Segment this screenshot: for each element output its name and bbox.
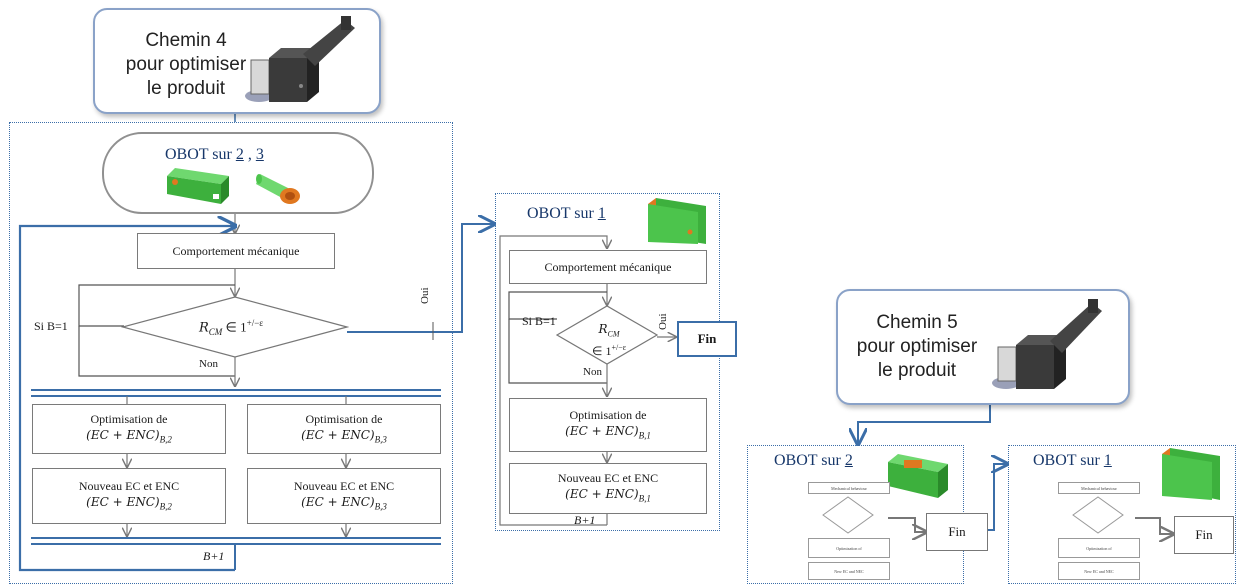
right2-mini-opt: Optimization of bbox=[1058, 538, 1140, 558]
left-new-b2-label: Nouveau EC et ENC bbox=[78, 478, 180, 493]
middle-decision-sub: CM bbox=[607, 329, 620, 339]
right2-mini-comportement: Mechanical behaviour bbox=[1058, 482, 1140, 494]
middle-new-main: (EC + ENC) bbox=[565, 487, 639, 502]
middle-opt-box: Optimisation de (EC + ENC)B,1 bbox=[509, 398, 707, 452]
left-new-b2-formula: (EC + ENC)B,2 bbox=[86, 494, 172, 514]
green-plate-part-image-2 bbox=[1162, 448, 1220, 500]
chemin4-line3: le produit bbox=[146, 78, 226, 99]
green-plate-part-image bbox=[648, 198, 706, 244]
right-panel-1-fin: Fin bbox=[926, 513, 988, 551]
left-obot-pill bbox=[102, 132, 374, 214]
left-title-prefix: OBOT sur bbox=[165, 146, 232, 163]
middle-decision-diamond bbox=[556, 305, 658, 365]
left-new-b2-main: (EC + ENC) bbox=[86, 494, 160, 509]
left-title-b: 3 bbox=[255, 146, 264, 163]
chemin5-line3: le produit bbox=[877, 360, 957, 381]
chemin5-line2: pour optimiser bbox=[856, 336, 978, 357]
left-decision-sub: CM bbox=[208, 326, 223, 337]
left-si-label: Si B=1 bbox=[34, 319, 68, 333]
middle-title-prefix: OBOT sur bbox=[527, 205, 594, 222]
chemin4-line1: Chemin 4 bbox=[145, 30, 227, 51]
right1-title-a: 2 bbox=[844, 452, 853, 469]
right1-title-prefix: OBOT sur bbox=[774, 452, 841, 469]
left-opt-b2-label: Optimisation de bbox=[90, 411, 168, 426]
left-opt-b2-box: Optimisation de (EC + ENC)B,2 bbox=[32, 404, 226, 454]
left-opt-b2-sub: B,2 bbox=[159, 434, 172, 445]
middle-si-label: Si B=1 bbox=[522, 314, 556, 328]
right-panel-1-title: OBOT sur 2 bbox=[774, 452, 853, 470]
right2-title-prefix: OBOT sur bbox=[1033, 452, 1100, 469]
middle-flowchart-frame bbox=[495, 193, 720, 531]
hinge-part-image bbox=[245, 16, 355, 102]
right2-mini-new: New EC and NEC bbox=[1058, 562, 1140, 580]
right1-mini-diamond bbox=[822, 496, 874, 534]
middle-new-box: Nouveau EC et ENC (EC + ENC)B,1 bbox=[509, 463, 707, 514]
chemin5-text: Chemin 5 pour optimiser le produit bbox=[852, 311, 982, 383]
middle-new-formula: (EC + ENC)B,1 bbox=[565, 486, 651, 506]
left-title-a: 2 bbox=[235, 146, 244, 163]
green-bracket-part-image bbox=[167, 168, 229, 204]
left-decision-main: R bbox=[199, 320, 209, 336]
left-decision-rest: ∈ 1 bbox=[222, 319, 247, 335]
left-title-sep: , bbox=[247, 146, 252, 163]
left-new-b3-label: Nouveau EC et ENC bbox=[293, 478, 395, 493]
middle-obot-title: OBOT sur 1 bbox=[527, 205, 606, 223]
left-decision-text: RCM ∈ 1+/−ε bbox=[199, 318, 263, 337]
chemin5-callout: Chemin 5 pour optimiser le produit bbox=[836, 289, 1130, 405]
hinge-part-image-2 bbox=[992, 299, 1102, 389]
right1-mini-opt: Optimization of bbox=[808, 538, 890, 558]
middle-opt-label: Optimisation de bbox=[569, 407, 647, 422]
right-panel-1-miniflow: Mechanical behaviour Optimization of New… bbox=[808, 482, 890, 582]
left-comportement-box: Comportement mécanique bbox=[137, 233, 335, 269]
green-cylinder-part-image bbox=[256, 174, 300, 204]
green-bracket-part-image-2 bbox=[888, 454, 948, 498]
left-oui-label: Oui bbox=[419, 287, 431, 305]
chemin5-line1: Chemin 5 bbox=[876, 312, 958, 333]
left-opt-b3-sub: B,3 bbox=[374, 434, 387, 445]
middle-opt-main: (EC + ENC) bbox=[565, 423, 639, 438]
middle-opt-formula: (EC + ENC)B,1 bbox=[565, 423, 651, 443]
middle-decision-text: RCM ∈ 1+/−ε bbox=[592, 322, 626, 358]
chemin4-line2: pour optimiser bbox=[125, 54, 247, 75]
left-new-b3-sub: B,3 bbox=[374, 501, 387, 512]
middle-loop-label: B+1 bbox=[574, 513, 596, 527]
left-opt-b3-box: Optimisation de (EC + ENC)B,3 bbox=[247, 404, 441, 454]
right-panel-2-fin: Fin bbox=[1174, 516, 1234, 554]
middle-decision-rest: ∈ 1 bbox=[592, 344, 612, 359]
middle-oui-label: Oui bbox=[657, 313, 669, 331]
middle-new-label: Nouveau EC et ENC bbox=[557, 471, 659, 486]
left-new-b3-formula: (EC + ENC)B,3 bbox=[301, 494, 387, 514]
left-new-b3-box: Nouveau EC et ENC (EC + ENC)B,3 bbox=[247, 468, 441, 524]
left-new-b2-box: Nouveau EC et ENC (EC + ENC)B,2 bbox=[32, 468, 226, 524]
left-decision-sup: +/−ε bbox=[246, 318, 264, 328]
middle-comportement-box: Comportement mécanique bbox=[509, 250, 707, 284]
chemin4-callout: Chemin 4 pour optimiser le produit bbox=[93, 8, 381, 114]
left-opt-b2-formula: (EC + ENC)B,2 bbox=[86, 427, 172, 447]
left-non-label: Non bbox=[199, 358, 218, 370]
left-obot-title: OBOT sur 2 , 3 bbox=[165, 146, 264, 164]
left-opt-b3-formula: (EC + ENC)B,3 bbox=[301, 427, 387, 447]
right1-mini-comportement: Mechanical behaviour bbox=[808, 482, 890, 494]
left-decision-diamond bbox=[121, 296, 349, 358]
left-opt-b2-main: (EC + ENC) bbox=[86, 427, 160, 442]
right1-mini-new: New EC and NEC bbox=[808, 562, 890, 580]
right-panel-2-miniflow: Mechanical behaviour Optimization of New… bbox=[1058, 482, 1140, 582]
left-new-b3-main: (EC + ENC) bbox=[301, 494, 375, 509]
middle-decision-main: R bbox=[598, 322, 608, 336]
middle-title-a: 1 bbox=[597, 205, 606, 222]
middle-decision-sup: +/−ε bbox=[611, 343, 627, 353]
chemin4-text: Chemin 4 pour optimiser le produit bbox=[121, 29, 251, 101]
left-opt-b3-label: Optimisation de bbox=[305, 411, 383, 426]
middle-non-label: Non bbox=[583, 366, 602, 378]
left-opt-b3-main: (EC + ENC) bbox=[301, 427, 375, 442]
left-new-b2-sub: B,2 bbox=[159, 501, 172, 512]
right-panel-2-title: OBOT sur 1 bbox=[1033, 452, 1112, 470]
middle-fin-box: Fin bbox=[677, 321, 737, 357]
middle-opt-sub: B,1 bbox=[638, 430, 651, 441]
middle-new-sub: B,1 bbox=[638, 493, 651, 504]
right2-title-a: 1 bbox=[1103, 452, 1112, 469]
right2-mini-diamond bbox=[1072, 496, 1124, 534]
left-loop-label: B+1 bbox=[203, 549, 225, 563]
